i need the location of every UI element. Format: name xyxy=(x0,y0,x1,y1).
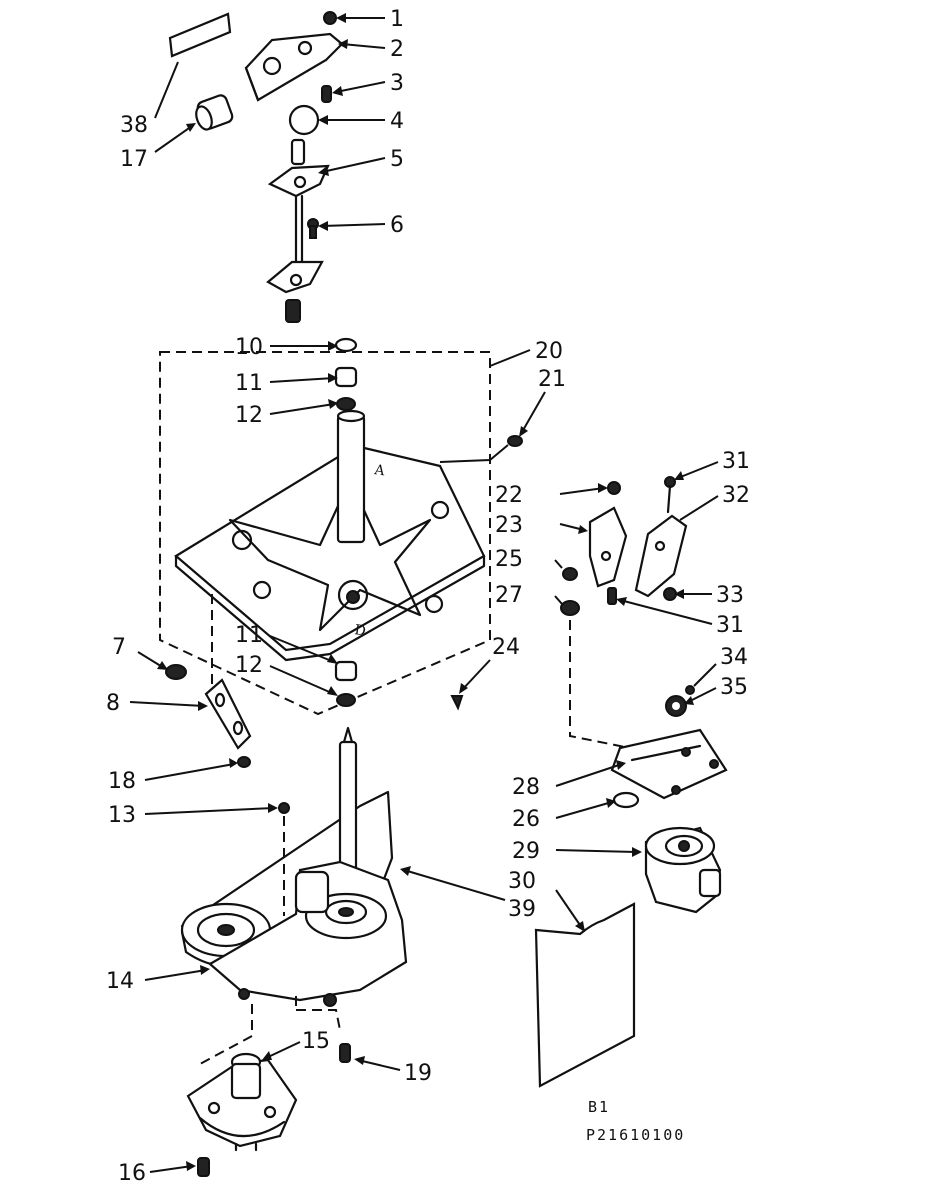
part-38-label-strip xyxy=(168,12,232,58)
label-15: 15 xyxy=(302,1029,330,1054)
label-32: 32 xyxy=(722,483,750,508)
leader-lines xyxy=(129,13,719,1173)
part-21-clip xyxy=(507,435,523,447)
part-35-nut xyxy=(665,695,687,717)
part-5-rod-assembly xyxy=(266,138,330,323)
label-30: 30 xyxy=(508,869,536,894)
part-29-motor xyxy=(644,826,722,914)
label-24: 24 xyxy=(492,635,520,660)
label-28: 28 xyxy=(512,775,540,800)
part-4-ball xyxy=(288,104,320,136)
label-23: 23 xyxy=(495,513,523,538)
label-27: 27 xyxy=(495,583,523,608)
part-8-bracket xyxy=(204,678,252,750)
label-31-bottom: 31 xyxy=(716,613,744,638)
dash-19 xyxy=(296,1009,341,1031)
part-11-bushing-bottom xyxy=(334,660,358,682)
part-31-pin-top xyxy=(664,476,676,514)
part-3-screw xyxy=(321,85,332,103)
label-33: 33 xyxy=(716,583,744,608)
label-39: 39 xyxy=(508,897,536,922)
dash-27-28 xyxy=(569,620,631,749)
part-23-bracket xyxy=(588,506,628,588)
label-13: 13 xyxy=(108,803,136,828)
label-10: 10 xyxy=(235,335,263,360)
part-24-clip xyxy=(450,695,464,711)
label-4: 4 xyxy=(390,109,404,134)
part-16-screw xyxy=(197,1157,210,1177)
label-12-bottom: 12 xyxy=(235,653,263,678)
part-1-nut xyxy=(323,11,337,25)
part-12-ring-bottom xyxy=(336,693,356,707)
part-32-bracket xyxy=(634,514,688,598)
label-35: 35 xyxy=(720,675,748,700)
part-31-screw-bottom xyxy=(607,587,617,605)
part-19-screw xyxy=(339,1043,351,1063)
part-39-transmission xyxy=(180,726,408,1007)
part-7-screw xyxy=(165,664,187,680)
label-8: 8 xyxy=(106,691,120,716)
part-28-motor-mount xyxy=(610,728,728,800)
label-22: 22 xyxy=(495,483,523,508)
part-20-outline xyxy=(159,351,491,716)
part-17-cylinder xyxy=(195,94,234,131)
part-15-pump xyxy=(186,1052,298,1152)
svg-text:A: A xyxy=(372,462,386,480)
footer-code-2: P21610100 xyxy=(586,1126,685,1144)
label-17: 17 xyxy=(120,147,148,172)
base-plate: A D xyxy=(174,409,486,662)
label-21: 21 xyxy=(538,367,566,392)
part-6-screw xyxy=(307,218,319,239)
label-25: 25 xyxy=(495,547,523,572)
dash-14-15 xyxy=(199,1004,253,1065)
label-34: 34 xyxy=(720,645,748,670)
part-26-ring xyxy=(612,791,640,809)
label-12-top: 12 xyxy=(235,403,263,428)
label-2: 2 xyxy=(390,37,404,62)
label-29: 29 xyxy=(512,839,540,864)
part-10-washer xyxy=(334,337,358,353)
part-25-nut xyxy=(562,567,578,581)
label-26: 26 xyxy=(512,807,540,832)
part-27-washer xyxy=(560,600,580,616)
part-22-nut xyxy=(607,481,621,495)
svg-text:D: D xyxy=(353,622,366,639)
label-18: 18 xyxy=(108,769,136,794)
label-14: 14 xyxy=(106,969,134,994)
label-11-top: 11 xyxy=(235,371,263,396)
label-1: 1 xyxy=(390,7,404,32)
label-38: 38 xyxy=(120,113,148,138)
label-16: 16 xyxy=(118,1161,146,1186)
part-11-bushing-top xyxy=(334,366,358,388)
part-12-ring-top xyxy=(336,397,356,411)
label-5: 5 xyxy=(390,147,404,172)
part-34-washer xyxy=(685,685,695,695)
label-7: 7 xyxy=(112,635,126,660)
label-31-top: 31 xyxy=(722,449,750,474)
label-6: 6 xyxy=(390,213,404,238)
label-19: 19 xyxy=(404,1061,432,1086)
footer-code-1: B1 xyxy=(588,1098,610,1116)
part-18-nut xyxy=(237,756,251,768)
part-30-sheet xyxy=(534,902,636,1088)
part-13-nut xyxy=(278,802,290,814)
label-20: 20 xyxy=(535,339,563,364)
label-11-bottom: 11 xyxy=(235,623,263,648)
label-3: 3 xyxy=(390,71,404,96)
callout-labels: 1 2 3 4 5 6 38 17 10 11 12 20 21 22 23 2… xyxy=(106,7,750,1186)
